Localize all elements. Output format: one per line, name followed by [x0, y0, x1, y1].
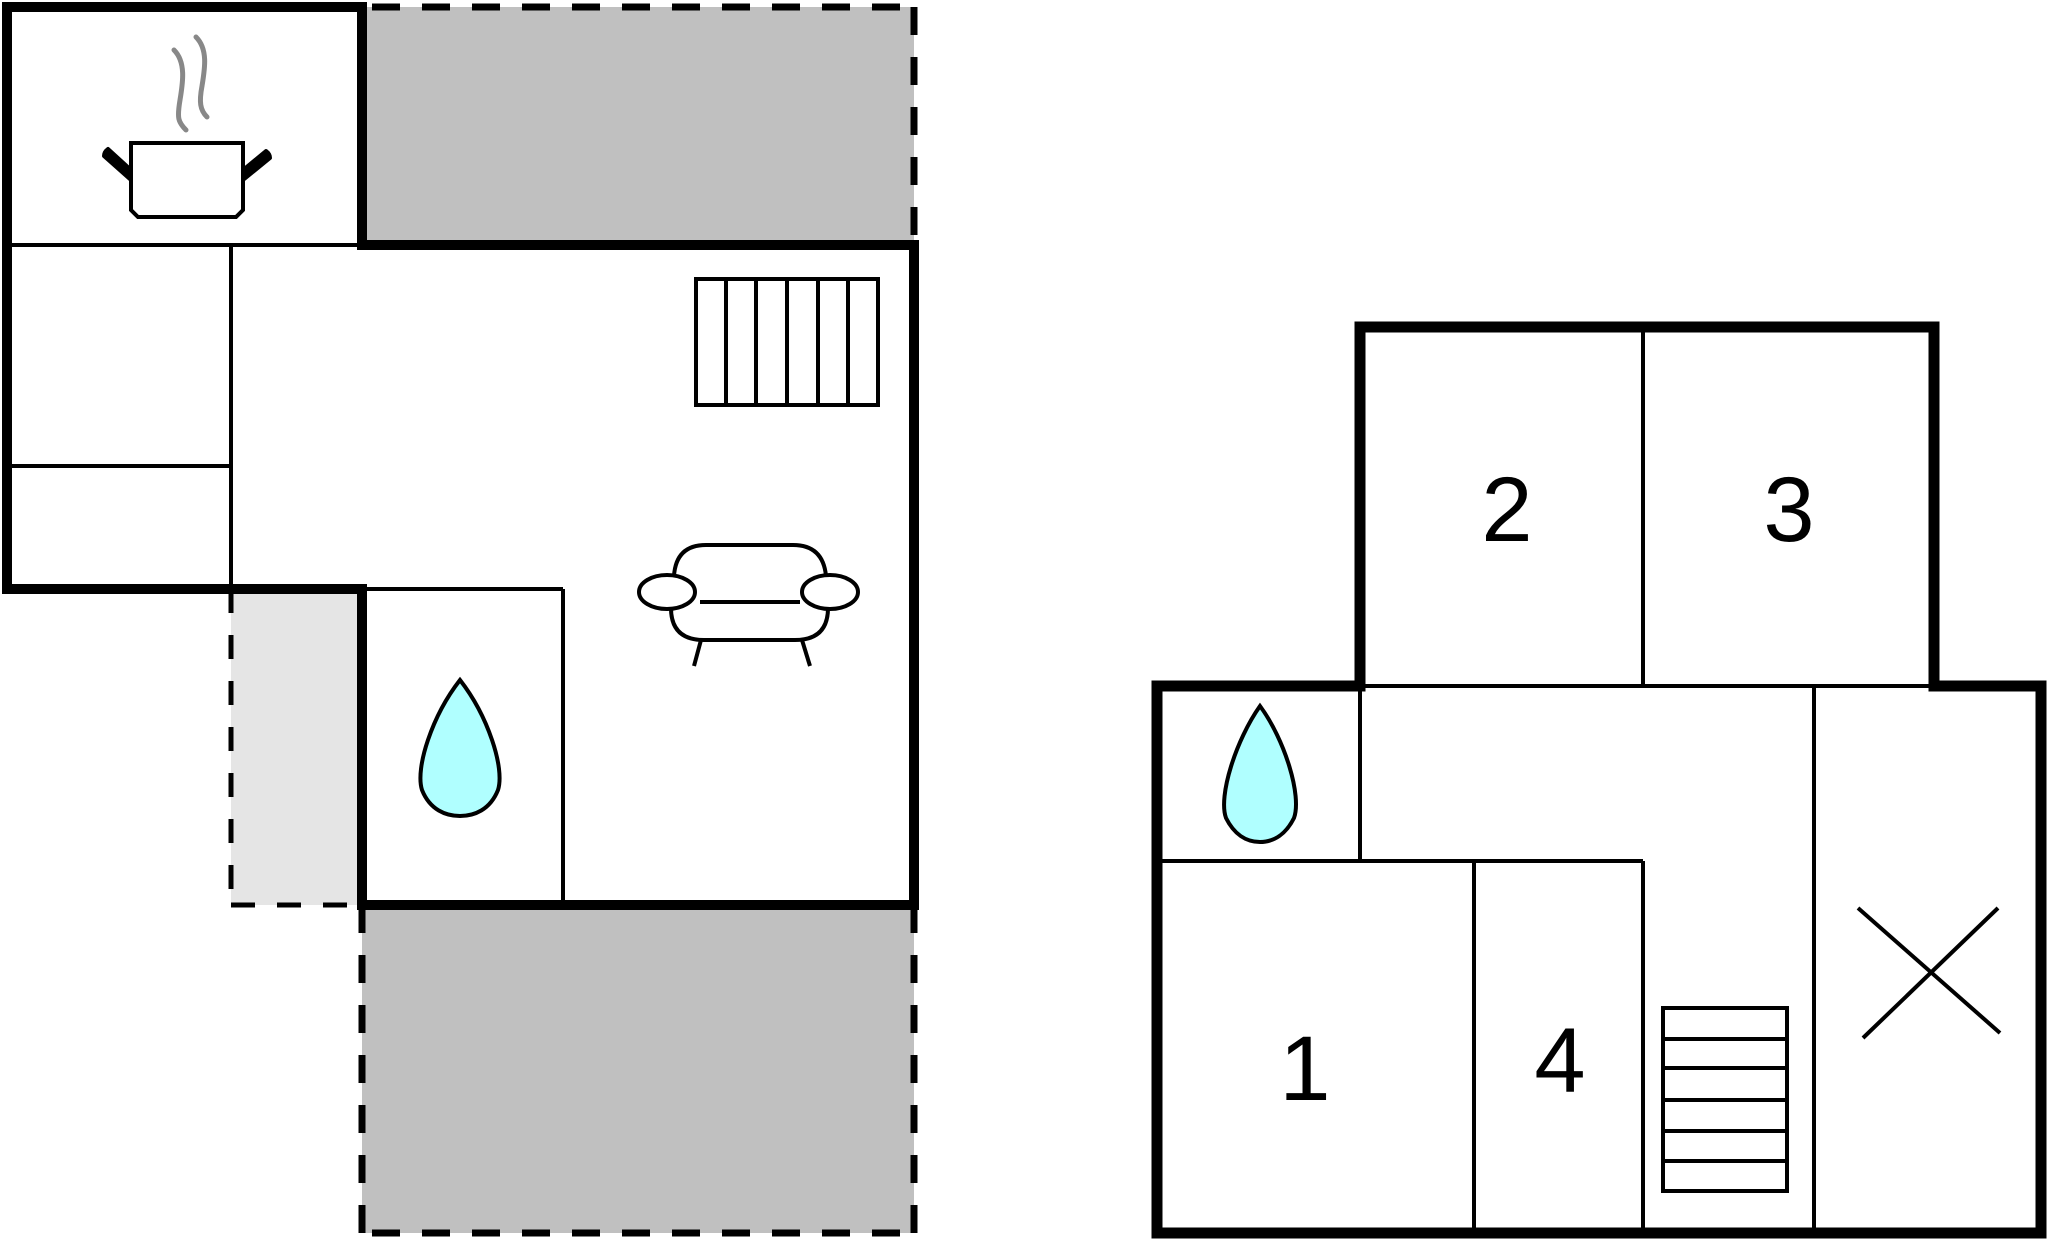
- cross-icon: [1856, 906, 2002, 1040]
- water-drop-icon: [418, 676, 502, 819]
- exterior-walls: [2, 2, 919, 910]
- water-drop-icon: [1222, 702, 1298, 845]
- room-label-1: 1: [1279, 1018, 1330, 1120]
- room-label-4: 4: [1534, 1010, 1585, 1112]
- room-label-3: 3: [1763, 459, 1814, 561]
- cooking-pot-icon: [102, 34, 272, 219]
- room-label-2: 2: [1481, 459, 1532, 561]
- interior-walls-upper: [1157, 327, 1934, 1233]
- terrace-bottom: [358, 905, 918, 1237]
- stairs-icon: [1661, 1006, 1789, 1193]
- exterior-walls-upper: [1151, 321, 2047, 1239]
- sofa-icon: [637, 543, 860, 667]
- terrace-side: [228, 589, 362, 908]
- ground-floor: [2, 2, 919, 1237]
- radiator-icon: [694, 277, 880, 407]
- upper-floor: 2 3 1 4: [1151, 321, 2047, 1239]
- terrace-top: [362, 3, 918, 245]
- interior-walls: [7, 243, 565, 905]
